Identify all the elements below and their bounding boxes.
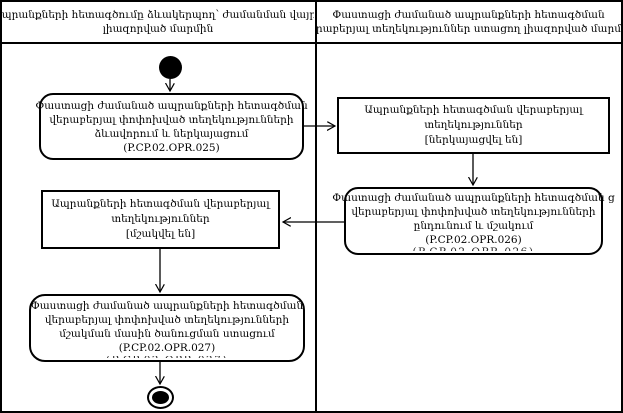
activity-opr025-code: (P.CP.02.OPR.025): [123, 141, 220, 154]
activity-opr025-line3: ձևավորում և ներկայացում: [94, 127, 249, 140]
activity-opr027: Փաստացի ժամանած ապրանքների հետագծման վեր…: [29, 294, 305, 362]
swimlane-divider: [315, 2, 317, 411]
object-node-info-presented-line2: տեղեկություններ: [424, 119, 523, 131]
activity-opr027-line1: Փաստացի ժամանած ապրանքների հետագծման: [30, 299, 304, 312]
activity-opr026-line1: Փաստացի ժամանած ապրանքների հետագծման ց: [332, 192, 615, 204]
activity-opr026-line2: վերաբերյալ փոփոխված տեղեկությունների: [351, 206, 596, 218]
activity-opr027-code: (P.CP.02.OPR.027): [118, 341, 216, 354]
object-node-info-presented-state: [ներկայացվել են]: [424, 134, 523, 146]
lane-header-right: Փաստացի ժամանած ապրանքների հետագծման վեր…: [316, 2, 621, 42]
final-node: [147, 386, 174, 409]
activity-opr027-line2: վերաբերյալ փոփոխված տեղեկությունների: [44, 313, 290, 326]
activity-opr025-line2: վերաբերյալ փոփոխված տեղեկությունների: [49, 113, 294, 126]
object-node-info-processed-line2: տեղեկություններ: [111, 213, 210, 225]
activity-opr026: Փաստացի ժամանած ապրանքների հետագծման ց վ…: [332, 187, 615, 255]
activity-opr025: Փաստացի ժամանած ապրանքների հետագծման վեր…: [35, 93, 308, 160]
lane-header-left-line2: լիազորված մարմին: [102, 23, 214, 35]
object-node-info-presented-line1: Ապրանքների հետագծման վերաբերյալ: [364, 104, 583, 116]
activity-opr027-line3: մշակման մասին ծանուցման ստացում: [59, 327, 275, 340]
object-node-info-processed-state: [մշակվել են]: [125, 228, 196, 240]
object-node-info-processed-line1: Ապրանքների հետագծման վերաբերյալ: [51, 198, 270, 210]
activity-opr026-code: (P.CP.02.OPR.026): [425, 234, 522, 246]
start-node: [159, 56, 182, 79]
activity-opr026-line3: ընդունում և մշակում: [413, 220, 534, 232]
activity-opr025-line1: Փաստացի ժամանած ապրանքների հետագծման: [35, 99, 308, 112]
object-node-info-presented: Ապրանքների հետագծման վերաբերյալ տեղեկութ…: [337, 97, 610, 154]
activity-opr026-clipped-text: (P.CP.02.OPR.026): [346, 247, 601, 251]
final-node-inner-dot: [152, 391, 169, 404]
activity-opr027-clipped-text: (P.CP.02.OPR.027): [31, 356, 303, 358]
lane-header-right-line2: վերաբերյալ տեղեկություններ ստացող լիազոր…: [315, 23, 621, 35]
swimlane-header-row: Ապրանքների հետագծումը ձևակերպող՝ ժամանմա…: [2, 2, 621, 44]
lane-header-left: Ապրանքների հետագծումը ձևակերպող՝ ժամանմա…: [2, 2, 314, 42]
object-node-info-processed: Ապրանքների հետագծման վերաբերյալ տեղեկութ…: [41, 190, 280, 249]
lane-header-left-line1: Ապրանքների հետագծումը ձևակերպող՝ ժամանմա…: [2, 9, 314, 21]
lane-header-right-line1: Փաստացի ժամանած ապրանքների հետագծման: [332, 9, 605, 21]
